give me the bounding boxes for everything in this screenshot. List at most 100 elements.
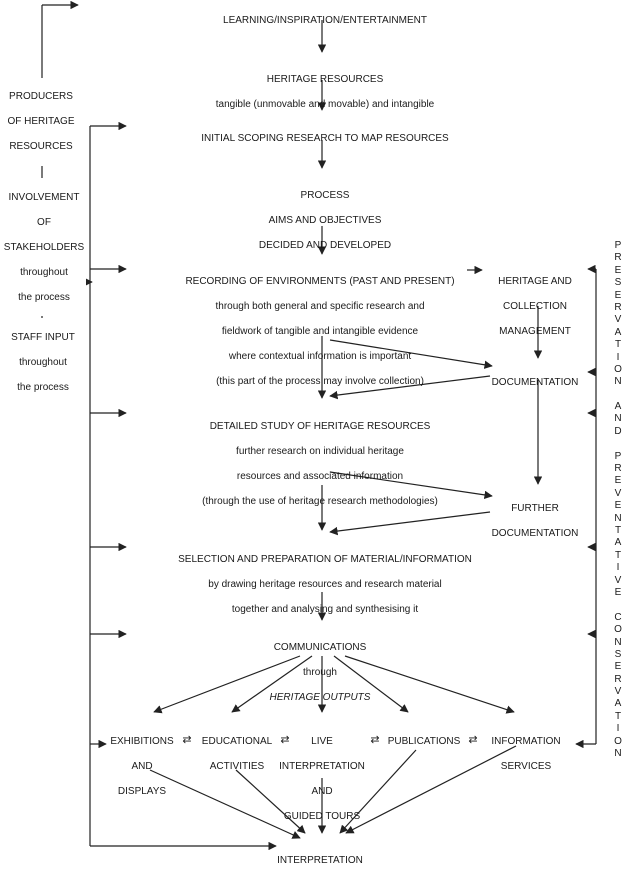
vertical-letter: A <box>614 326 622 338</box>
vertical-letter: T <box>614 710 622 722</box>
producers-line-2: OF HERITAGE <box>7 116 75 128</box>
vertical-letter: A <box>614 401 622 413</box>
heritage-process-diagram: LEARNING/INSPIRATION/ENTERTAINMENT HERIT… <box>2 0 624 866</box>
exchange-arrow-3: ⇄ <box>366 722 384 759</box>
vertical-letter: E <box>614 475 622 487</box>
vertical-letter: N <box>614 376 622 388</box>
label-staff: STAFF INPUT throughout the process <box>4 320 82 407</box>
flow-arrow <box>329 375 491 400</box>
recording-line-1: RECORDING OF ENVIRONMENTS (PAST AND PRES… <box>185 276 455 288</box>
vertical-letter: E <box>614 586 622 598</box>
node-selection: SELECTION AND PREPARATION OF MATERIAL/IN… <box>145 542 505 629</box>
flow-arrow <box>345 745 517 834</box>
vertical-letter: V <box>614 487 622 499</box>
flow-arrow <box>153 655 301 714</box>
producers-line-3: RESOURCES <box>9 141 73 153</box>
label-involvement: INVOLVEMENT OF STAKEHOLDERS throughout t… <box>2 180 86 317</box>
vertical-letter: P <box>614 240 622 251</box>
vertical-letter: T <box>614 339 622 351</box>
vertical-letter <box>617 599 620 611</box>
vertical-letter: V <box>614 574 622 586</box>
process-line-3: DECIDED AND DEVELOPED <box>258 240 392 252</box>
exchange-arrow-3-glyph: ⇄ <box>370 734 380 747</box>
node-heritage-collection: HERITAGE AND COLLECTION MANAGEMENT <box>485 264 585 351</box>
involvement-line-5: the process <box>18 291 70 303</box>
vertical-letter: N <box>614 636 622 648</box>
process-line-1: PROCESS <box>300 190 350 202</box>
vertical-letter: O <box>614 624 622 636</box>
producers-line-1: PRODUCERS <box>9 91 73 103</box>
live-line-3: AND <box>311 786 333 798</box>
recording-line-2: through both general and specific resear… <box>215 301 425 313</box>
exchange-arrow-4: ⇄ <box>464 722 482 759</box>
node-documentation: DOCUMENTATION <box>475 365 595 402</box>
node-communications: COMMUNICATIONS through HERITAGE OUTPUTS <box>220 630 420 717</box>
connector-lines <box>41 0 597 851</box>
vertical-letter: R <box>614 252 622 264</box>
involvement-line-2: OF <box>37 217 51 229</box>
staff-line-2: throughout <box>19 357 67 369</box>
vertical-letter: R <box>614 301 622 313</box>
live-line-2: INTERPRETATION <box>279 761 365 773</box>
recording-line-4: where contextual information is importan… <box>228 350 412 362</box>
heritage-resources-title: HERITAGE RESOURCES <box>266 74 384 86</box>
node-further-documentation: FURTHER DOCUMENTATION <box>475 491 595 553</box>
vertical-letter: A <box>614 537 622 549</box>
flow-arrow <box>231 655 313 713</box>
exchange-arrow-4-glyph: ⇄ <box>468 734 478 747</box>
detailed-study-line-2: further research on individual heritage <box>236 446 404 458</box>
node-process: PROCESS AIMS AND OBJECTIVES DECIDED AND … <box>200 178 450 265</box>
initial-scoping-text: INITIAL SCOPING RESEARCH TO MAP RESOURCE… <box>201 133 449 145</box>
vertical-letter: V <box>614 314 622 326</box>
vertical-letter: I <box>616 562 620 574</box>
involvement-line-3: STAKEHOLDERS <box>3 242 85 254</box>
recording-line-3: fieldwork of tangible and intangible evi… <box>221 326 419 338</box>
heritage-collection-line-1: HERITAGE AND <box>498 276 572 288</box>
further-documentation-line-2: DOCUMENTATION <box>491 528 579 540</box>
exchange-arrow-1: ⇄ <box>178 722 196 759</box>
flow-arrow <box>149 769 301 839</box>
vertical-letter: R <box>614 673 622 685</box>
node-detailed-study: DETAILED STUDY OF HERITAGE RESOURCES fur… <box>160 409 480 521</box>
communications-line-1: COMMUNICATIONS <box>273 642 367 654</box>
node-information-services: INFORMATION SERVICES <box>478 724 574 786</box>
exchange-arrow-1-glyph: ⇄ <box>182 734 192 747</box>
vertical-letter: I <box>616 723 620 735</box>
vertical-letter: T <box>614 549 622 561</box>
flow-arrow <box>329 471 493 500</box>
heritage-outputs-text: HERITAGE OUTPUTS <box>269 692 371 704</box>
detailed-study-line-1: DETAILED STUDY OF HERITAGE RESOURCES <box>209 421 431 433</box>
exchange-arrow-2: ⇄ <box>276 722 294 759</box>
information-services-line-2: SERVICES <box>500 761 552 773</box>
vertical-letter: O <box>614 363 622 375</box>
vertical-letter: E <box>614 264 622 276</box>
staff-line-1: STAFF INPUT <box>11 332 75 344</box>
node-heritage-resources: HERITAGE RESOURCES tangible (unmovable a… <box>150 62 500 124</box>
flow-arrow <box>344 655 515 714</box>
vertical-letter: P <box>614 450 622 462</box>
communications-line-2: through <box>303 667 337 679</box>
live-line-4: GUIDED TOURS <box>283 810 361 822</box>
vertical-letter: E <box>614 500 622 512</box>
selection-line-2: by drawing heritage resources and resear… <box>208 579 442 591</box>
vertical-letter: S <box>614 277 622 289</box>
vertical-letter: I <box>616 351 620 363</box>
detailed-study-line-3: resources and associated information <box>236 471 404 483</box>
flow-arrow <box>333 655 409 713</box>
educational-line-2: ACTIVITIES <box>209 761 265 773</box>
vertical-letter: D <box>614 425 622 437</box>
recording-line-5: (this part of the process may involve co… <box>216 375 424 387</box>
node-exhibitions: EXHIBITIONS AND DISPLAYS <box>106 724 178 811</box>
selection-line-3: together and analysing and synthesising … <box>231 604 419 616</box>
node-initial-scoping: INITIAL SCOPING RESEARCH TO MAP RESOURCE… <box>150 121 500 158</box>
documentation-text: DOCUMENTATION <box>491 377 579 389</box>
vertical-letter <box>617 438 620 450</box>
process-line-2: AIMS AND OBJECTIVES <box>268 215 382 227</box>
node-publications: PUBLICATIONS <box>382 724 466 761</box>
vertical-letter: C <box>614 611 622 623</box>
vertical-letter: N <box>614 413 622 425</box>
further-documentation-line-1: FURTHER <box>511 503 559 515</box>
involvement-line-1: INVOLVEMENT <box>8 192 80 204</box>
vertical-letter: S <box>614 648 622 660</box>
